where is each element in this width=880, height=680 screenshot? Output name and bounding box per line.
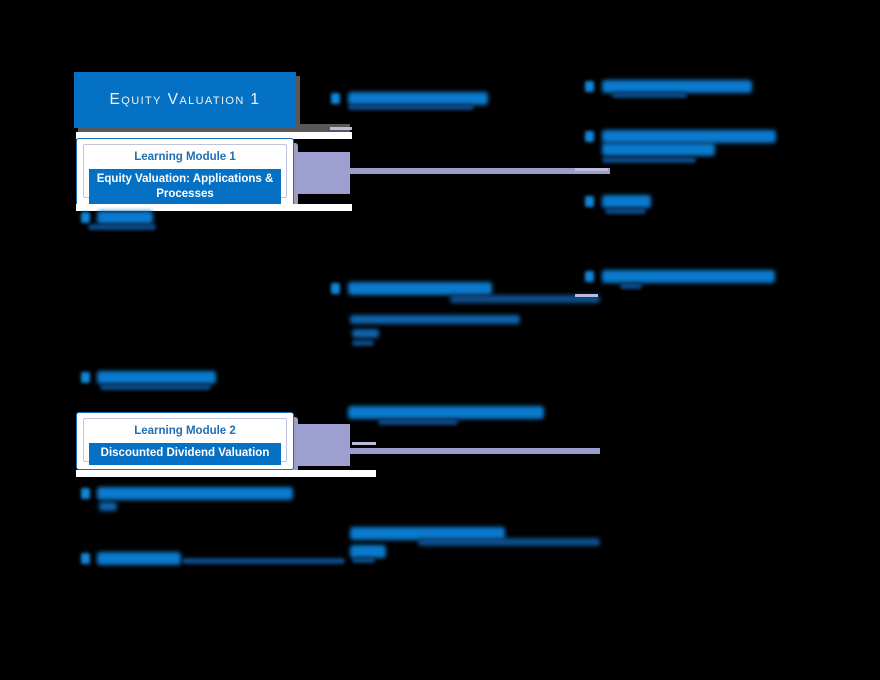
redacted-heading bbox=[602, 143, 715, 156]
redacted-heading bbox=[97, 371, 216, 384]
redacted-subtext bbox=[352, 329, 379, 338]
module-2-base-rule bbox=[76, 470, 376, 477]
redacted-rule bbox=[352, 442, 376, 445]
redacted-heading bbox=[348, 406, 544, 419]
connector-block-module-1 bbox=[296, 152, 350, 194]
bullet-icon bbox=[81, 553, 90, 564]
learning-module-2-card[interactable]: Learning Module 2 Discounted Dividend Va… bbox=[76, 412, 294, 470]
redacted-heading bbox=[97, 211, 153, 224]
redacted-rule bbox=[575, 168, 608, 171]
redacted-subtext bbox=[378, 419, 458, 425]
module-1-base-rule bbox=[76, 204, 352, 211]
redacted-subtext bbox=[450, 295, 600, 303]
redacted-heading bbox=[350, 527, 505, 540]
title-underline-rule bbox=[76, 132, 352, 139]
redacted-subtext bbox=[88, 224, 156, 230]
redacted-heading bbox=[602, 270, 775, 283]
redacted-heading bbox=[348, 282, 492, 295]
redacted-subtext bbox=[620, 283, 642, 289]
redacted-subtext bbox=[182, 558, 345, 564]
redacted-heading bbox=[602, 80, 752, 93]
bullet-icon bbox=[81, 212, 90, 223]
learning-module-2-title: Discounted Dividend Valuation bbox=[89, 443, 281, 465]
bullet-icon bbox=[81, 488, 90, 499]
redacted-rule bbox=[330, 127, 352, 130]
redacted-subtext bbox=[99, 502, 117, 511]
bullet-icon bbox=[331, 283, 340, 294]
bullet-icon bbox=[585, 271, 594, 282]
redacted-subtext bbox=[100, 384, 211, 390]
redacted-rule bbox=[575, 294, 598, 297]
page-title: Equity Valuation 1 bbox=[109, 91, 261, 108]
redacted-heading bbox=[97, 552, 181, 565]
redacted-subtext bbox=[612, 92, 687, 98]
connector-block-module-2 bbox=[296, 424, 350, 466]
learning-module-2-inner-frame: Learning Module 2 Discounted Dividend Va… bbox=[83, 418, 287, 465]
redacted-heading bbox=[602, 195, 651, 208]
title-banner-shadow-tail bbox=[296, 124, 350, 133]
learning-module-1-heading: Learning Module 1 bbox=[134, 151, 236, 163]
learning-module-2-heading: Learning Module 2 bbox=[134, 425, 236, 437]
redacted-subtext bbox=[350, 315, 520, 324]
connector-bar-module-2 bbox=[350, 448, 600, 454]
redacted-heading bbox=[350, 545, 386, 558]
bullet-icon bbox=[585, 196, 594, 207]
redacted-subtext bbox=[602, 157, 696, 163]
redacted-heading bbox=[97, 487, 293, 500]
learning-module-1-card[interactable]: Learning Module 1 Equity Valuation: Appl… bbox=[76, 138, 294, 206]
bullet-icon bbox=[331, 93, 340, 104]
bullet-icon bbox=[585, 131, 594, 142]
connector-bar-module-1 bbox=[350, 168, 610, 174]
redacted-subtext bbox=[605, 208, 646, 214]
redacted-heading bbox=[602, 130, 776, 143]
redacted-heading bbox=[348, 92, 488, 105]
redacted-subtext bbox=[352, 340, 374, 346]
title-banner: Equity Valuation 1 bbox=[74, 72, 296, 128]
learning-module-1-title: Equity Valuation: Applications & Process… bbox=[89, 169, 281, 206]
bullet-icon bbox=[585, 81, 594, 92]
redacted-subtext bbox=[352, 557, 375, 563]
redacted-subtext bbox=[418, 538, 600, 546]
learning-module-1-inner-frame: Learning Module 1 Equity Valuation: Appl… bbox=[83, 144, 287, 206]
redacted-subtext bbox=[348, 104, 474, 110]
bullet-icon bbox=[81, 372, 90, 383]
